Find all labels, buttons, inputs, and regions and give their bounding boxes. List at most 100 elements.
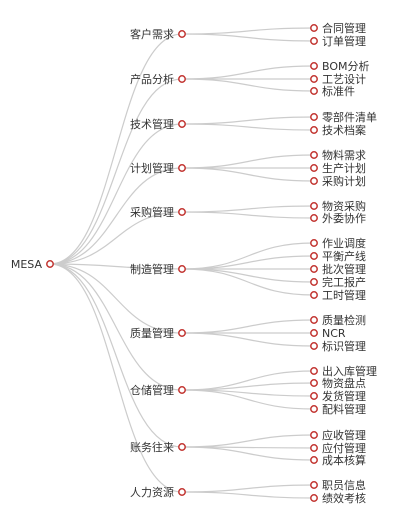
category-to-leaf-link (181, 116, 315, 125)
leaf-node-marker[interactable] (310, 202, 318, 210)
leaf-node-marker[interactable] (310, 24, 318, 32)
category-to-leaf-link (181, 268, 315, 283)
leaf-node-label: 物资采购 (322, 199, 366, 213)
leaf-node-marker[interactable] (310, 113, 318, 121)
category-node-marker[interactable] (178, 488, 186, 496)
leaf-node-label: 质量检测 (322, 313, 366, 327)
leaf-node-label: 平衡产线 (322, 249, 366, 263)
leaf-node-label: 配料管理 (322, 402, 366, 416)
leaf-node-marker[interactable] (310, 444, 318, 452)
category-node-marker[interactable] (178, 164, 186, 172)
leaf-node-label: 物料需求 (322, 148, 366, 162)
leaf-node-marker[interactable] (310, 214, 318, 222)
leaf-node-label: 采购计划 (322, 174, 366, 188)
leaf-node-marker[interactable] (310, 367, 318, 375)
leaf-node-label: 标准件 (322, 84, 355, 98)
leaf-node-marker[interactable] (310, 481, 318, 489)
category-node-marker[interactable] (178, 75, 186, 83)
root-to-category-link (49, 263, 183, 493)
category-to-leaf-link (181, 319, 315, 334)
leaf-node-label: 物资盘点 (322, 376, 366, 390)
root-to-category-link (49, 263, 183, 391)
category-to-leaf-link (181, 33, 315, 42)
leaf-node-marker[interactable] (310, 164, 318, 172)
category-to-leaf-link (181, 491, 315, 499)
category-to-leaf-link (181, 211, 315, 219)
leaf-node-label: BOM分析 (322, 59, 370, 73)
leaf-node-label: 技术档案 (322, 123, 366, 137)
leaf-node-marker[interactable] (310, 379, 318, 387)
category-node-marker[interactable] (178, 265, 186, 273)
category-node-label: 技术管理 (130, 117, 174, 131)
leaf-node-marker[interactable] (310, 342, 318, 350)
leaf-node-label: 外委协作 (322, 211, 366, 225)
leaf-node-marker[interactable] (310, 316, 318, 324)
leaf-node-marker[interactable] (310, 126, 318, 134)
leaf-node-label: 职员信息 (322, 478, 366, 492)
root-to-category-link (49, 167, 183, 265)
category-node-marker[interactable] (178, 120, 186, 128)
category-to-leaf-link (181, 205, 315, 213)
root-to-category-link (49, 263, 183, 448)
leaf-node-marker[interactable] (310, 252, 318, 260)
leaf-node-label: 应付管理 (322, 441, 366, 455)
category-to-leaf-link (181, 268, 315, 296)
category-to-leaf-link (181, 370, 315, 391)
category-to-leaf-link (181, 65, 315, 80)
root-to-category-link (49, 263, 183, 334)
leaf-node-label: 工艺设计 (322, 73, 366, 86)
leaf-node-label: NCR (322, 327, 346, 340)
leaf-node-marker[interactable] (310, 392, 318, 400)
leaf-node-label: 绩效考核 (322, 491, 366, 505)
leaf-node-marker[interactable] (310, 239, 318, 247)
root-to-category-link (49, 123, 183, 265)
root-to-category-link (49, 263, 183, 270)
category-to-leaf-link (181, 123, 315, 131)
leaf-node-label: 工时管理 (322, 288, 366, 302)
category-to-leaf-link (181, 78, 315, 92)
leaf-node-label: 生产计划 (322, 161, 366, 175)
leaf-node-marker[interactable] (310, 177, 318, 185)
category-to-leaf-link (181, 154, 315, 169)
leaf-node-marker[interactable] (310, 291, 318, 299)
leaf-node-label: 合同管理 (322, 21, 366, 35)
leaf-node-marker[interactable] (310, 431, 318, 439)
category-node-label: 计划管理 (130, 161, 174, 175)
tree-nodes: MESA客户需求合同管理订单管理产品分析BOM分析工艺设计标准件技术管理零部件清… (11, 21, 377, 505)
root-node-marker[interactable] (46, 260, 54, 268)
category-node-label: 质量管理 (130, 326, 174, 340)
leaf-node-label: 零部件清单 (322, 110, 377, 124)
leaf-node-marker[interactable] (310, 75, 318, 83)
category-node-marker[interactable] (178, 208, 186, 216)
leaf-node-label: 批次管理 (322, 262, 366, 276)
category-node-label: 客户需求 (130, 27, 174, 41)
leaf-node-marker[interactable] (310, 405, 318, 413)
leaf-node-label: 作业调度 (322, 236, 366, 250)
category-node-label: 制造管理 (130, 262, 174, 276)
category-to-leaf-link (181, 389, 315, 410)
category-node-label: 采购管理 (130, 205, 174, 219)
leaf-node-marker[interactable] (310, 456, 318, 464)
leaf-node-label: 标识管理 (322, 339, 366, 353)
category-node-marker[interactable] (178, 386, 186, 394)
category-to-leaf-link (181, 27, 315, 35)
leaf-node-marker[interactable] (310, 151, 318, 159)
category-node-marker[interactable] (178, 30, 186, 38)
category-to-leaf-link (181, 434, 315, 448)
leaf-node-marker[interactable] (310, 329, 318, 337)
category-node-marker[interactable] (178, 443, 186, 451)
category-to-leaf-link (181, 255, 315, 270)
leaf-node-marker[interactable] (310, 265, 318, 273)
leaf-node-marker[interactable] (310, 87, 318, 95)
leaf-node-label: 完工报产 (322, 275, 366, 289)
leaf-node-marker[interactable] (310, 37, 318, 45)
leaf-node-marker[interactable] (310, 62, 318, 70)
category-node-marker[interactable] (178, 329, 186, 337)
category-node-label: 产品分析 (130, 72, 174, 86)
leaf-node-label: 发货管理 (322, 389, 366, 403)
category-node-label: 账务往来 (130, 440, 174, 454)
leaf-node-marker[interactable] (310, 494, 318, 502)
leaf-node-marker[interactable] (310, 278, 318, 286)
category-node-label: 仓储管理 (130, 383, 174, 397)
